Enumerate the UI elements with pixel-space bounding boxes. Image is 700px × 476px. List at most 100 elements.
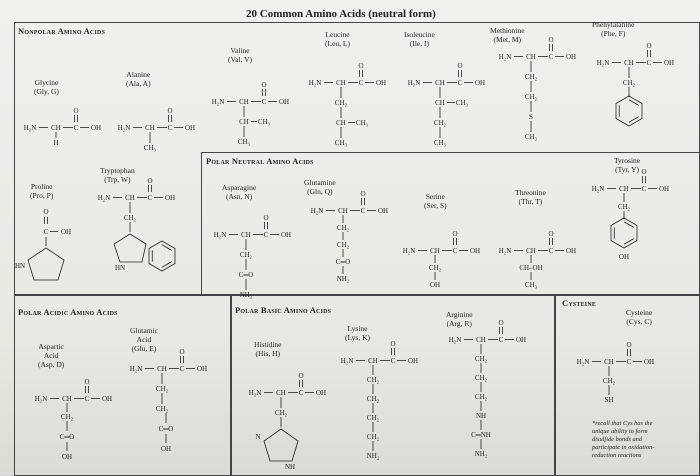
side-chain-group: C═NH bbox=[471, 431, 491, 439]
hydroxyl-group: OH bbox=[378, 207, 388, 215]
side-chain-group: CH₂ bbox=[335, 99, 348, 107]
carbonyl-carbon: C bbox=[264, 231, 269, 239]
carbonyl-oxygen: O bbox=[626, 341, 631, 349]
carbonyl-carbon: C bbox=[453, 247, 458, 255]
side-chain-group: CH–OH bbox=[519, 264, 542, 272]
hydroxyl-group: OH bbox=[566, 247, 576, 255]
amine-group: H₂N bbox=[449, 336, 462, 344]
hydroxyl-group: OH bbox=[102, 395, 112, 403]
hydroxyl-group: OH bbox=[475, 79, 485, 87]
side-chain-group: CH₃ bbox=[144, 144, 157, 152]
carbonyl-oxygen: O bbox=[641, 168, 646, 176]
side-chain-group: CH₂ bbox=[124, 214, 137, 222]
carbonyl-carbon: C bbox=[148, 194, 153, 202]
alpha-carbon: CH bbox=[604, 358, 614, 366]
side-chain-group: OH bbox=[62, 453, 72, 461]
hydroxyl-group: OH bbox=[376, 79, 386, 87]
carbonyl-carbon: C bbox=[458, 79, 463, 87]
side-chain-group: CH₂ bbox=[434, 119, 447, 127]
carbonyl-oxygen: O bbox=[147, 177, 152, 185]
amine-group: H₂N bbox=[24, 124, 37, 132]
carbonyl-oxygen: O bbox=[263, 214, 268, 222]
side-chain-group: NH₂ bbox=[337, 275, 350, 283]
side-chain-group: CH₃ bbox=[335, 139, 348, 147]
side-chain-group: CH₂ bbox=[367, 395, 380, 403]
side-chain-group: S bbox=[529, 113, 533, 121]
alpha-carbon: CH bbox=[435, 79, 445, 87]
amine-group: H₂N bbox=[212, 98, 225, 106]
amine-group: H₂N bbox=[35, 395, 48, 403]
amine-group: H₂N bbox=[408, 79, 421, 87]
name-glutamine: Glutamine(Gln, Q) bbox=[304, 178, 336, 196]
amine-group: H₂N bbox=[130, 365, 143, 373]
name-phenylalanine: Phenylalanine(Phe, F) bbox=[592, 20, 635, 38]
hydroxyl-group: OH bbox=[185, 124, 195, 132]
section-heading-polar-basic: Polar Basic Amino Acids bbox=[235, 305, 332, 315]
amine-group: H₂N bbox=[499, 247, 512, 255]
alpha-carbon: CH bbox=[476, 336, 486, 344]
alpha-carbon: CH bbox=[239, 98, 249, 106]
carbonyl-carbon: C bbox=[642, 185, 647, 193]
hydroxyl-group: OH bbox=[197, 365, 207, 373]
page-title: 20 Common Amino Acids (neutral form) bbox=[246, 8, 436, 20]
carbonyl-oxygen: O bbox=[73, 107, 78, 115]
benzene-ring bbox=[610, 217, 638, 249]
amine-group: H₂N bbox=[592, 185, 605, 193]
carbonyl-carbon: C bbox=[359, 79, 364, 87]
side-chain-group: CH bbox=[336, 119, 346, 127]
ring-double-bond bbox=[623, 221, 634, 228]
carbonyl-carbon: C bbox=[627, 358, 632, 366]
alpha-carbon: CH bbox=[430, 247, 440, 255]
hydroxyl-group: OH bbox=[279, 98, 289, 106]
side-chain-group: CH₂ bbox=[525, 73, 538, 81]
side-chain-group: OH bbox=[161, 445, 171, 453]
carbonyl-oxygen: O bbox=[548, 230, 553, 238]
pyrrolidine-ring bbox=[27, 247, 65, 281]
side-chain-group: CH₂ bbox=[275, 409, 288, 417]
name-methionine: Methionine(Met, M) bbox=[490, 26, 525, 44]
carbonyl-carbon: C bbox=[647, 59, 652, 67]
alpha-carbon: CH bbox=[624, 59, 634, 67]
side-chain-group: CH₂ bbox=[367, 414, 380, 422]
hydroxyl-group: OH bbox=[659, 185, 669, 193]
side-chain-group: CH₂ bbox=[61, 413, 74, 421]
amine-group: H₂N bbox=[214, 231, 227, 239]
carbonyl-oxygen: O bbox=[452, 230, 457, 238]
carbonyl-oxygen: O bbox=[358, 62, 363, 70]
carbonyl-carbon: C bbox=[44, 228, 49, 236]
alpha-carbon: CH bbox=[62, 395, 72, 403]
ring-double-bond bbox=[161, 244, 172, 251]
name-alanine: Alanine(Ala, A) bbox=[126, 70, 151, 88]
ring-double-bond bbox=[161, 261, 172, 268]
alpha-carbon: CH bbox=[368, 357, 378, 365]
name-proline: Proline(Pro, P) bbox=[30, 182, 54, 200]
section-heading-polar-neutral: Polar Neutral Amino Acids bbox=[206, 156, 314, 166]
alpha-carbon: CH bbox=[619, 185, 629, 193]
alpha-carbon: CH bbox=[526, 53, 536, 61]
alpha-carbon: CH bbox=[51, 124, 61, 132]
name-valine: Valine(Val, V) bbox=[228, 46, 253, 64]
name-lysine: Lysine(Lys, K) bbox=[345, 324, 370, 342]
side-chain-group: CH₂ bbox=[367, 376, 380, 384]
side-chain-group: CH₂ bbox=[525, 93, 538, 101]
carbonyl-oxygen: O bbox=[167, 107, 172, 115]
side-chain-group: SH bbox=[605, 396, 614, 404]
carbonyl-carbon: C bbox=[361, 207, 366, 215]
cysteine-note: *recall that Cys has the unique ability … bbox=[592, 420, 655, 459]
carbonyl-carbon: C bbox=[499, 336, 504, 344]
hydroxyl-group: OH bbox=[470, 247, 480, 255]
side-chain-group: CH₂ bbox=[429, 264, 442, 272]
carbonyl-oxygen: O bbox=[457, 62, 462, 70]
section-heading-polar-acidic: Polar Acidic Amino Acids bbox=[18, 307, 118, 317]
